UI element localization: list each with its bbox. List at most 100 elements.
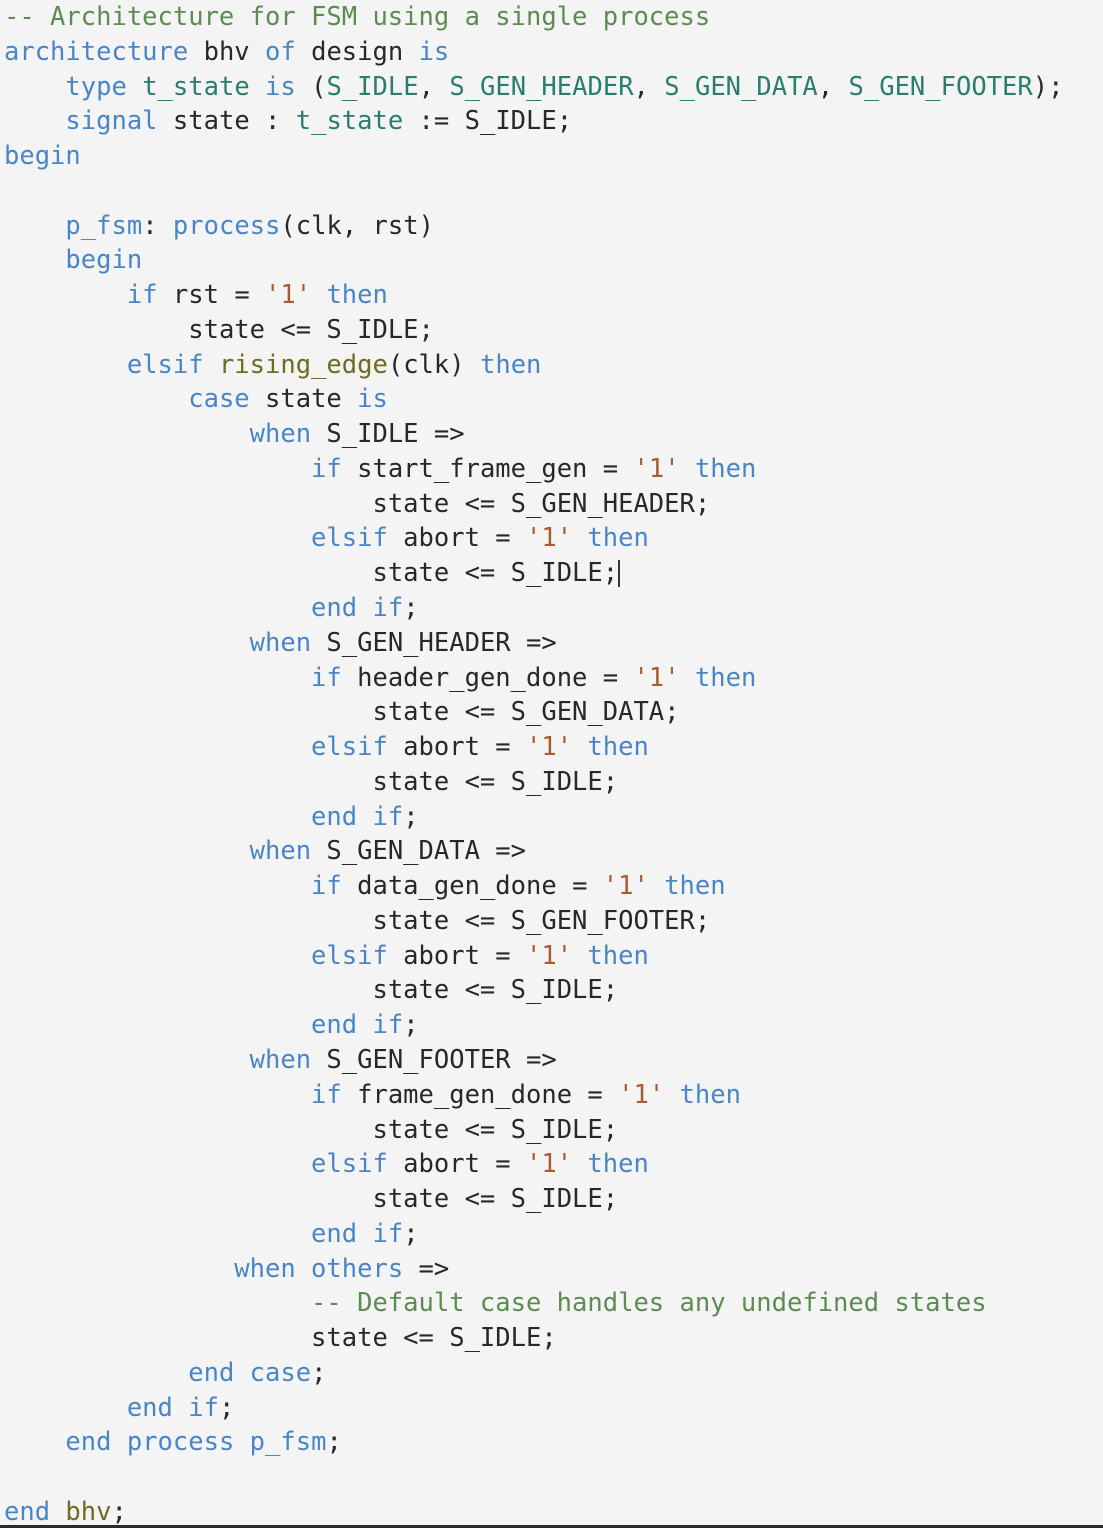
code-token-kw: if: [311, 453, 342, 484]
code-token-fn: rising_edge: [218, 349, 388, 380]
code-line[interactable]: end if;: [4, 1391, 1063, 1426]
code-token-pun: [572, 732, 587, 762]
code-token-pun: =>: [479, 836, 527, 867]
code-line[interactable]: when others =>: [4, 1252, 1063, 1287]
code-token-pun: :: [142, 210, 173, 241]
code-line[interactable]: elsif abort = '1' then: [4, 939, 1063, 974]
code-line[interactable]: begin: [4, 243, 1063, 278]
code-token-type: t_state: [295, 106, 404, 137]
code-token-id: state <= S_IDLE;: [372, 1114, 619, 1145]
code-token-str: '1': [526, 523, 573, 554]
code-line[interactable]: state <= S_IDLE;: [4, 313, 1063, 348]
code-line[interactable]: state <= S_IDLE;: [4, 973, 1063, 1008]
code-line[interactable]: end if;: [4, 591, 1063, 626]
code-token-type: S_GEN_DATA: [664, 71, 818, 102]
code-line[interactable]: ​: [4, 174, 1063, 209]
code-token-pun: [342, 871, 357, 901]
code-line[interactable]: -- Default case handles any undefined st…: [4, 1286, 1063, 1321]
source-code-block[interactable]: -- Architecture for FSM using a single p…: [0, 0, 1069, 1525]
code-line[interactable]: when S_GEN_FOOTER =>: [4, 1043, 1063, 1078]
code-indent: [4, 1184, 372, 1214]
code-line[interactable]: state <= S_GEN_FOOTER;: [4, 904, 1063, 939]
code-indent: [4, 211, 65, 241]
code-line[interactable]: state <= S_IDLE;: [4, 1113, 1063, 1148]
code-indent: [4, 384, 188, 414]
code-token-str: '1': [633, 453, 680, 484]
code-line[interactable]: state <= S_GEN_HEADER;: [4, 487, 1063, 522]
code-line[interactable]: end if;: [4, 1008, 1063, 1043]
code-line[interactable]: end if;: [4, 800, 1063, 835]
code-line[interactable]: state <= S_IDLE;: [4, 1182, 1063, 1217]
code-line[interactable]: state <= S_IDLE;: [4, 1321, 1063, 1356]
code-token-pun: ;: [403, 1218, 419, 1249]
code-line[interactable]: -- Architecture for FSM using a single p…: [4, 0, 1063, 35]
code-line[interactable]: state <= S_IDLE;: [4, 765, 1063, 800]
code-line[interactable]: elsif abort = '1' then: [4, 1147, 1063, 1182]
code-token-pun: ,: [633, 71, 665, 102]
code-line[interactable]: case state is: [4, 382, 1063, 417]
code-line[interactable]: if frame_gen_done = '1' then: [4, 1078, 1063, 1113]
code-token-id: abort: [403, 1149, 480, 1180]
code-line[interactable]: when S_GEN_HEADER =>: [4, 626, 1063, 661]
code-token-pun: [388, 732, 403, 762]
code-indent: [4, 767, 372, 797]
code-token-pun: [680, 454, 695, 484]
code-token-str: '1': [602, 871, 649, 902]
code-token-id: state <= S_GEN_HEADER;: [372, 488, 711, 519]
code-line[interactable]: p_fsm: process(clk, rst): [4, 209, 1063, 244]
code-indent: [4, 315, 188, 345]
code-line[interactable]: type t_state is (S_IDLE, S_GEN_HEADER, S…: [4, 70, 1063, 105]
code-line[interactable]: end case;: [4, 1356, 1063, 1391]
code-line[interactable]: elsif rising_edge(clk) then: [4, 348, 1063, 383]
code-token-kw: is: [265, 71, 296, 102]
code-line[interactable]: if rst = '1' then: [4, 278, 1063, 313]
code-line[interactable]: architecture bhv of design is: [4, 35, 1063, 70]
code-token-id: header_gen_done: [357, 662, 588, 693]
code-token-kw: end: [126, 1392, 173, 1423]
code-line[interactable]: end process p_fsm;: [4, 1425, 1063, 1460]
code-token-kw: end: [188, 1357, 235, 1388]
code-token-kw: elsif: [311, 732, 388, 763]
code-token-pun: [357, 802, 372, 832]
code-token-pun: ;: [403, 1010, 419, 1041]
code-token-pun: [311, 836, 326, 866]
code-line[interactable]: end bhv;: [4, 1495, 1063, 1525]
code-line[interactable]: signal state : t_state := S_IDLE;: [4, 104, 1063, 139]
code-line[interactable]: if header_gen_done = '1' then: [4, 661, 1063, 696]
code-token-pun: [342, 454, 357, 484]
code-token-kw: of: [265, 36, 296, 67]
code-token-pun: [572, 1149, 587, 1179]
code-indent: [4, 975, 372, 1005]
code-token-kw: process: [126, 1427, 235, 1458]
code-line[interactable]: end if;: [4, 1217, 1063, 1252]
code-token-pun: [342, 1080, 357, 1110]
code-indent: [4, 802, 311, 832]
code-indent: [4, 72, 65, 102]
code-token-kw: type: [65, 71, 127, 102]
code-indent: [4, 593, 311, 623]
code-indent: [4, 836, 250, 866]
code-token-str: '1': [526, 732, 573, 763]
code-token-pun: ;: [311, 1357, 327, 1388]
code-line[interactable]: state <= S_GEN_DATA;: [4, 695, 1063, 730]
code-token-id: S_IDLE: [326, 419, 419, 450]
code-token-kw: then: [694, 662, 757, 693]
code-line[interactable]: ​: [4, 1460, 1063, 1495]
code-line[interactable]: when S_IDLE =>: [4, 417, 1063, 452]
code-token-pun: [403, 37, 418, 67]
code-token-pun: [357, 1010, 372, 1040]
code-line[interactable]: if start_frame_gen = '1' then: [4, 452, 1063, 487]
code-token-id: state <= S_GEN_DATA;: [372, 697, 680, 728]
code-line[interactable]: elsif abort = '1' then: [4, 730, 1063, 765]
code-line[interactable]: if data_gen_done = '1' then: [4, 869, 1063, 904]
code-line[interactable]: state <= S_IDLE;: [4, 556, 1063, 591]
code-line[interactable]: elsif abort = '1' then: [4, 521, 1063, 556]
code-line[interactable]: when S_GEN_DATA =>: [4, 834, 1063, 869]
code-token-pun: [158, 280, 173, 310]
code-indent: [4, 1045, 250, 1075]
code-token-pun: );: [1032, 71, 1064, 102]
code-token-kw: then: [587, 732, 649, 763]
code-line[interactable]: begin: [4, 139, 1063, 174]
code-token-id: S_GEN_FOOTER: [326, 1044, 511, 1075]
